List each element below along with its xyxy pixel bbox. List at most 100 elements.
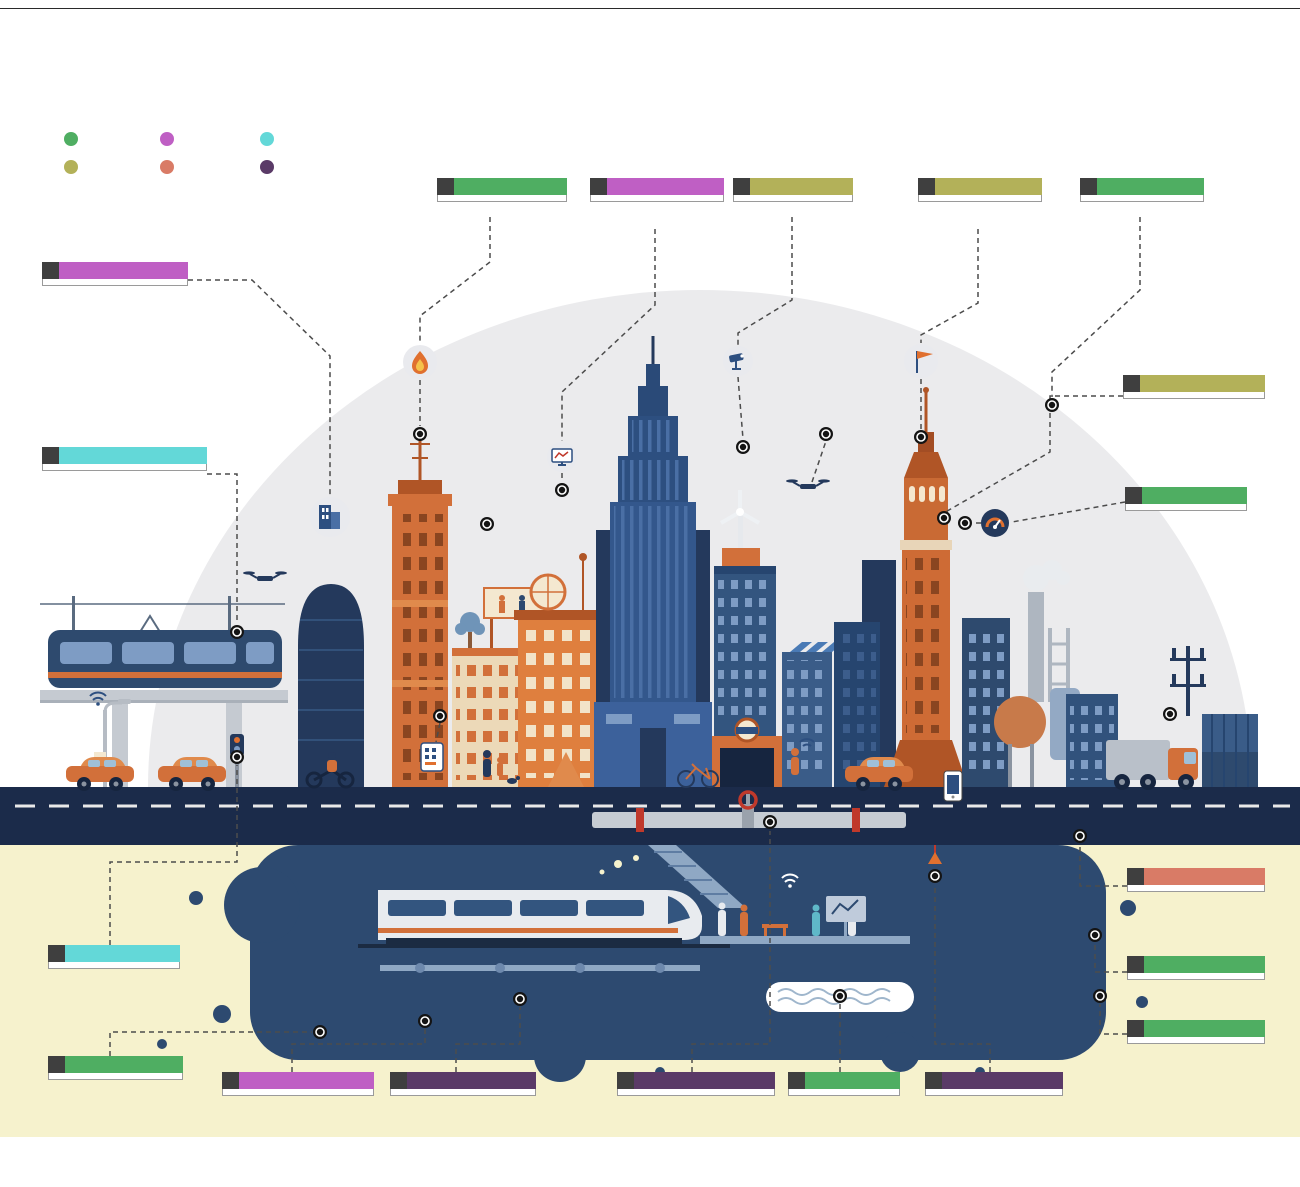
connector-dot: [1072, 828, 1088, 844]
callout-title: [59, 447, 207, 464]
connector-dot: [832, 988, 848, 1004]
callout-hazardous-gas: [1127, 956, 1265, 980]
callout-desc: [48, 962, 180, 969]
callout-desc: [1080, 195, 1204, 202]
callout-number: [1127, 1020, 1144, 1037]
connector-lines: [109, 217, 1141, 1072]
callout-high-consequence-area: [1127, 868, 1265, 892]
connector-dot: [1087, 927, 1103, 943]
callout-desc: [42, 279, 188, 286]
callout-roadside: [48, 945, 180, 969]
callout-number: [1125, 487, 1142, 504]
truck: [1106, 740, 1198, 790]
callout-ionizing-radiation: [48, 1056, 183, 1080]
central-skyscraper: [594, 336, 712, 787]
industrial-zone: [994, 560, 1118, 787]
telecom-tower: [1170, 646, 1206, 716]
connector-dot: [1044, 397, 1060, 413]
connector-dot: [913, 429, 929, 445]
sidewalk-tent: [548, 752, 584, 787]
callout-desc: [1127, 973, 1265, 980]
callout-carbon-emission: [437, 178, 567, 202]
callout-underground-structure: [925, 1072, 1063, 1096]
callout-rail-transit-safety: [42, 447, 207, 471]
callout-desc: [590, 195, 724, 202]
taxi-left-1: [66, 752, 134, 791]
trad-color-dot: [64, 160, 78, 174]
callout-general-security: [733, 178, 853, 202]
callout-title: [65, 945, 180, 962]
callout-number: [925, 1072, 942, 1089]
legend-item-env: [64, 132, 160, 146]
callout-desc: [222, 1089, 374, 1096]
connector-dot: [762, 814, 778, 830]
connector-dot: [957, 515, 973, 531]
connector-dot: [229, 624, 245, 640]
callout-number: [590, 178, 607, 195]
connector-dot: [479, 516, 495, 532]
callout-number: [1127, 868, 1144, 885]
callout-desc: [617, 1089, 775, 1096]
callout-title: [1144, 956, 1265, 973]
callout-home-safety: [590, 178, 724, 202]
callout-desc: [1127, 1037, 1265, 1044]
callout-title: [1144, 1020, 1265, 1037]
orange-mid-building: [514, 553, 600, 787]
callout-water-quality: [788, 1072, 900, 1096]
gas-pipeline: [592, 790, 906, 832]
wifi-icon: [781, 873, 799, 888]
info-board: [826, 896, 866, 936]
left-orange-tower: [388, 432, 452, 787]
callout-number: [42, 262, 59, 279]
callout-desc: [390, 1089, 536, 1096]
platform: [700, 936, 910, 944]
callout-number: [617, 1072, 634, 1089]
callout-number: [48, 945, 65, 962]
connector-dot: [312, 1024, 328, 1040]
callout-desc: [437, 195, 567, 202]
callout-title: [59, 262, 188, 279]
callout-title: [65, 1056, 183, 1073]
device-panel-icon: [420, 742, 444, 772]
callout-number: [42, 447, 59, 464]
escalator: [648, 845, 746, 908]
legend-item-traffic: [260, 132, 380, 146]
callout-number: [48, 1056, 65, 1073]
phone-icon: [943, 770, 963, 802]
callout-desc: [788, 1089, 900, 1096]
building-icon: [310, 497, 350, 537]
callout-number: [1123, 375, 1140, 392]
valve-wheel: [738, 790, 758, 810]
callout-desc: [1127, 885, 1265, 892]
connector-dot: [735, 439, 751, 455]
env-color-dot: [64, 132, 78, 146]
callout-title: [454, 178, 567, 195]
curved-building: [298, 584, 364, 787]
callout-weather-station: [918, 178, 1042, 202]
containers: [1202, 714, 1258, 787]
ceiling-sensor: [928, 845, 942, 864]
connector-dot: [1162, 706, 1178, 722]
connector-dot: [512, 991, 528, 1007]
callout-underground-gas-leak: [617, 1072, 775, 1096]
callout-title: [942, 1072, 1063, 1089]
callout-number: [437, 178, 454, 195]
callout-title: [634, 1072, 775, 1089]
legend-grid: [64, 132, 380, 174]
underground-cavern: [157, 845, 1148, 1082]
callout-desc: [733, 195, 853, 202]
callout-number: [918, 178, 935, 195]
connector-dot: [417, 1013, 433, 1029]
callout-odor-gas: [1127, 1020, 1265, 1044]
top-rule: [0, 8, 1300, 9]
lifeline-color-dot: [260, 160, 274, 174]
callout-pollutant: [1125, 487, 1247, 511]
callout-title: [1140, 375, 1265, 392]
callout-iot-meter: [1123, 375, 1265, 399]
callout-desc: [1123, 392, 1265, 399]
callout-desc: [925, 1089, 1063, 1096]
taxi-left-2: [158, 757, 226, 791]
gauge-icon: [981, 509, 1009, 537]
connector-dot: [818, 426, 834, 442]
tunnel-pipe: [380, 963, 700, 973]
